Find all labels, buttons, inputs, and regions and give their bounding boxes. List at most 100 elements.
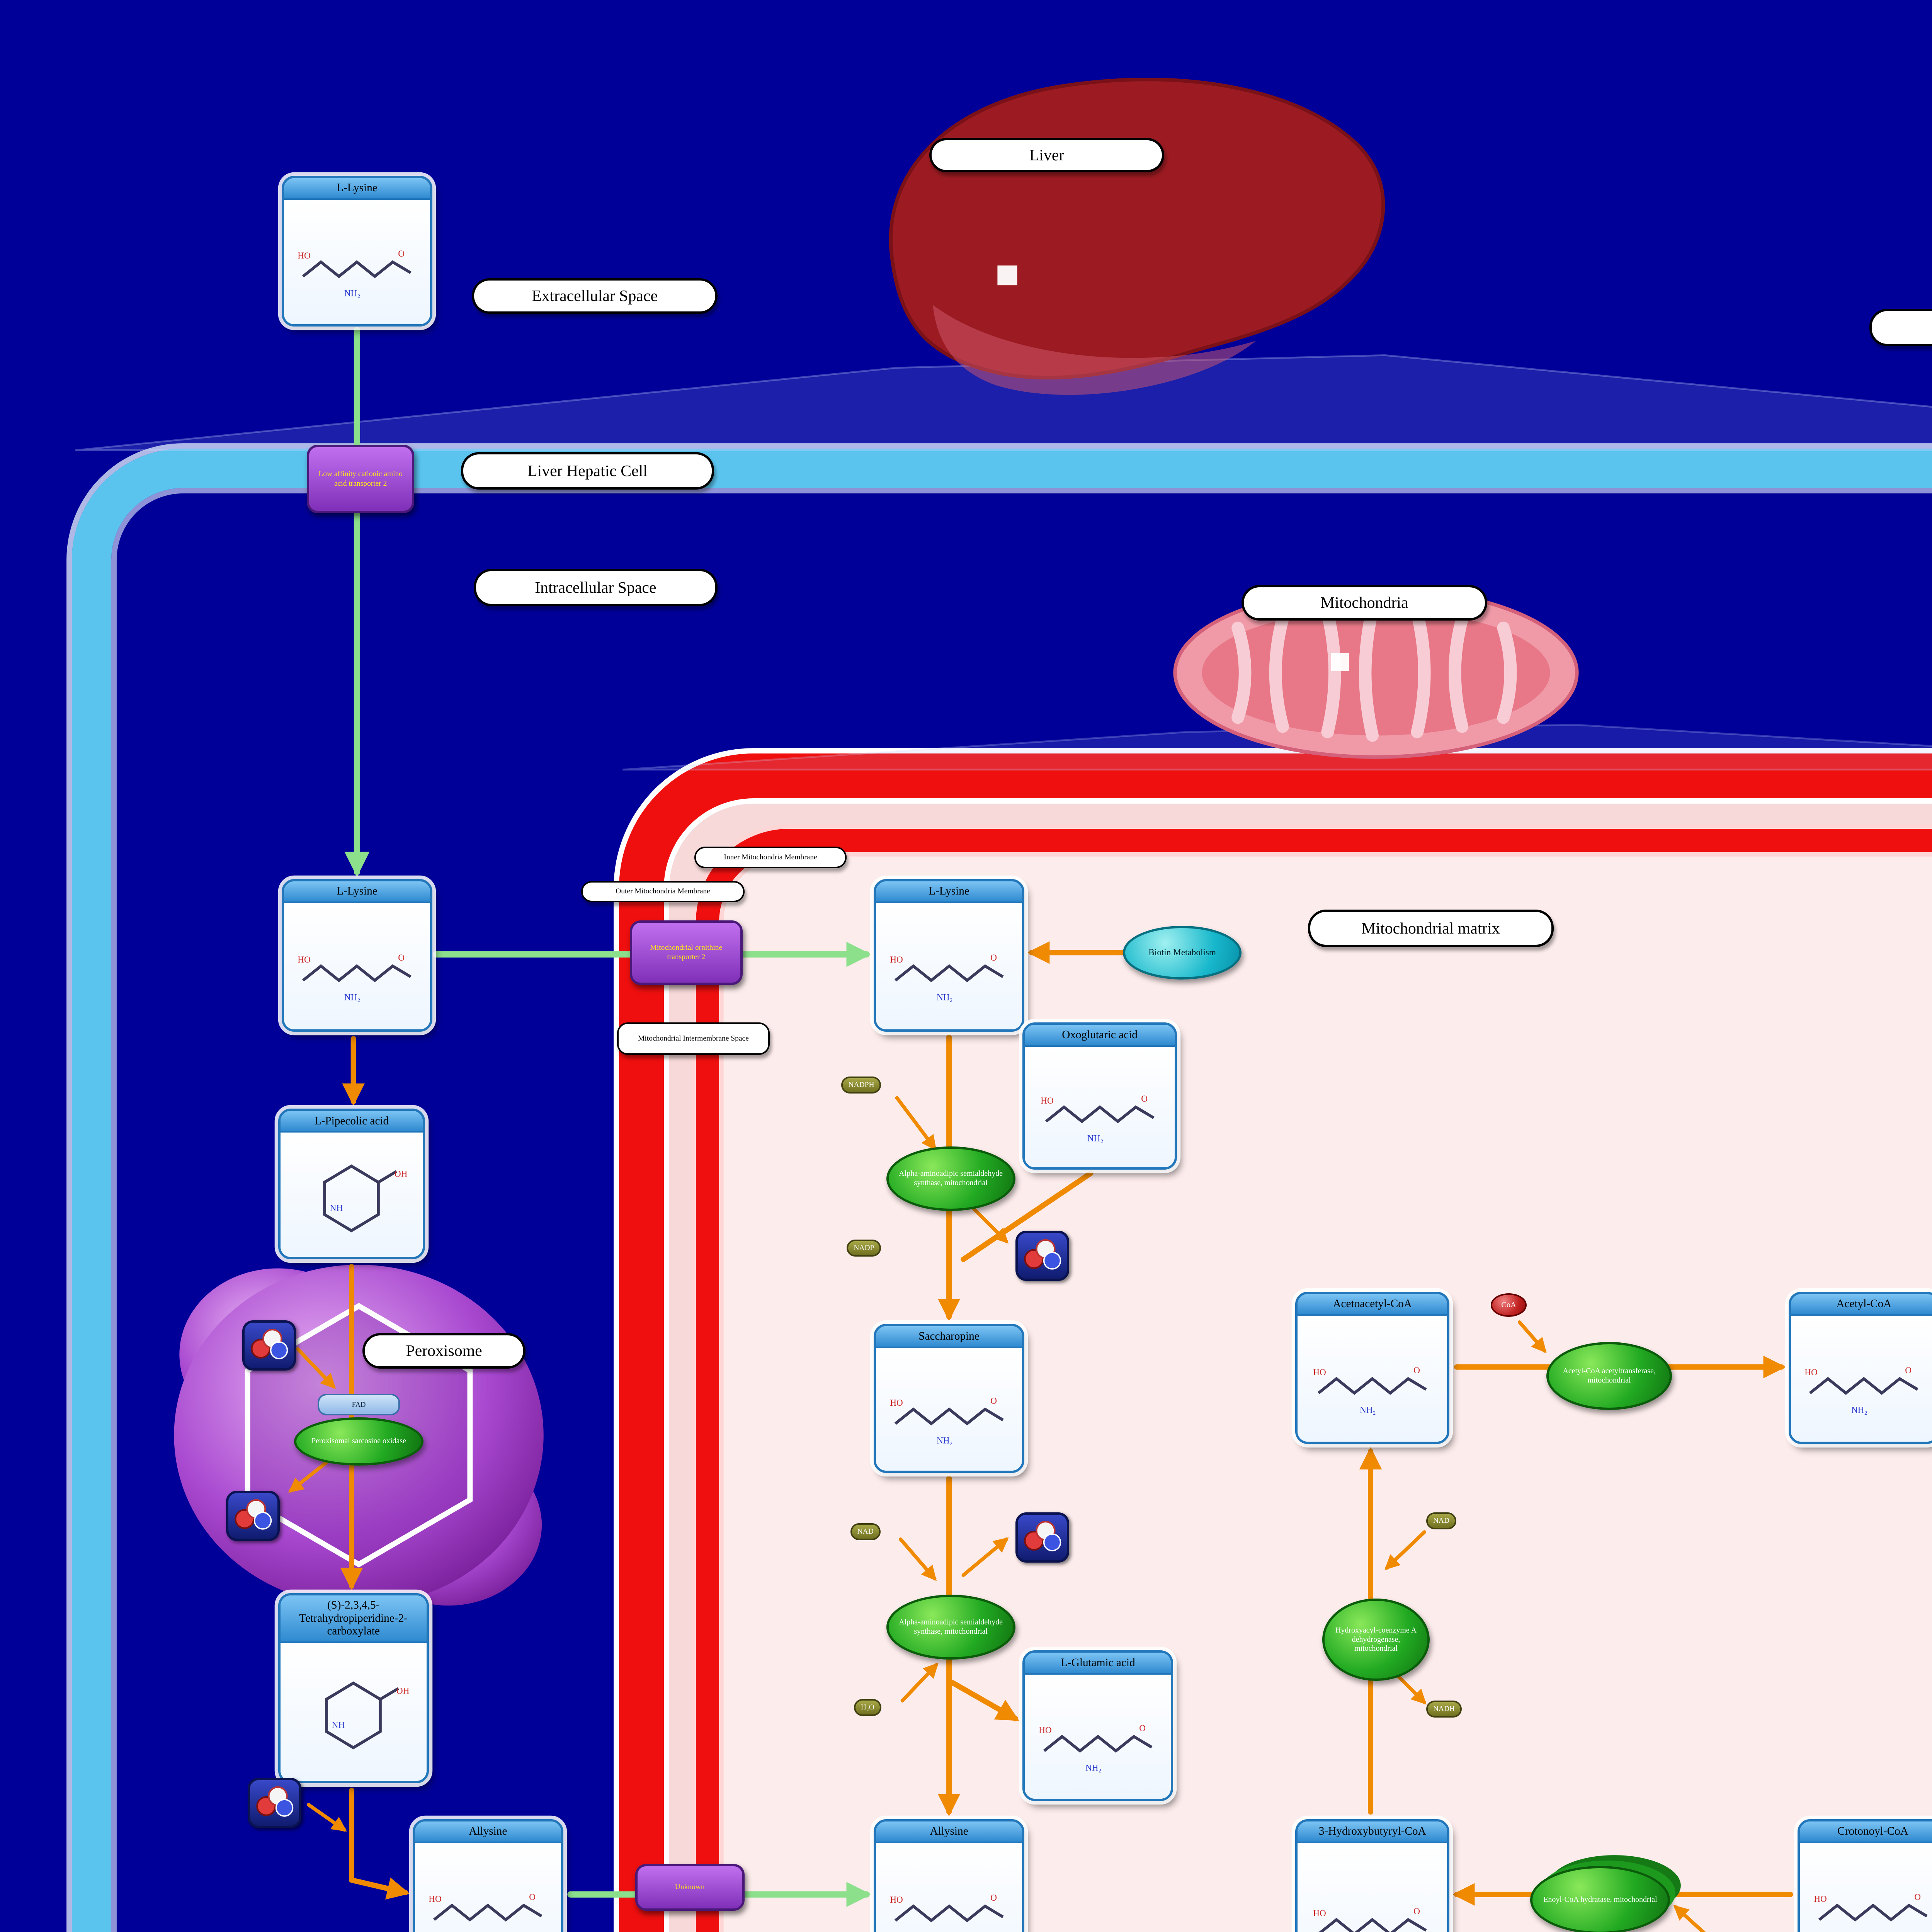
svg-text:HO: HO [1313,1908,1327,1918]
svg-text:NH₂: NH₂ [1085,1763,1102,1773]
enzyme-aass-1[interactable]: Alpha-aminoadipic semialdehyde synthase,… [886,1146,1015,1211]
nadph-cofactor-icon[interactable] [247,1778,301,1828]
liver-zoom-marker [997,265,1017,286]
transporter-unknown[interactable]: Unknown [635,1864,745,1911]
label-mitochondrial-matrix: Mitochondrial matrix [1308,909,1554,947]
nadp-cofactor-icon[interactable] [1015,1230,1070,1281]
svg-text:HO: HO [1805,1367,1818,1378]
label-inner-mito-membrane: Inner Mitochondria Membrane [694,847,847,869]
svg-text:O: O [1414,1366,1420,1376]
transporter-ornt2[interactable]: Mitochondrial ornithine transporter 2 [629,920,743,985]
cofactor-badge[interactable]: H₂O [854,1699,881,1716]
compound-title: Allysine [415,1821,561,1843]
cofactor-badge[interactable]: NADP [847,1240,881,1257]
transporter-cat2[interactable]: Low affinity cationic amino acid transpo… [306,445,415,513]
svg-text:HO: HO [429,1894,442,1904]
svg-text:NH: NH [330,1203,343,1213]
arrow-nad-in-1 [899,1537,937,1581]
compound-title: Oxoglutaric acid [1025,1025,1175,1047]
molecule-structure: HO O NH₂ [1025,1674,1171,1799]
compound-title: Allysine [876,1821,1022,1843]
svg-text:O: O [990,1396,997,1406]
cofactor-badge[interactable]: NADPH [841,1076,881,1094]
svg-text:O: O [1139,1724,1146,1734]
label-extracellular-top: Extracellular Space [472,278,718,314]
svg-text:HO: HO [890,955,903,965]
mitochondria-illustration[interactable] [1173,587,1579,759]
label-liver-hepatic-cell: Liver Hepatic Cell [461,452,714,490]
enzyme-psox[interactable]: Peroxisomal sarcosine oxidase [294,1417,423,1466]
svg-text:O: O [1905,1366,1912,1376]
arrow-coa-into-acat [1517,1320,1547,1353]
svg-text:HO: HO [890,1895,903,1905]
svg-text:O: O [1141,1094,1148,1104]
arrow-to-glutamate-mid [950,1680,1019,1721]
label-mitochondria: Mitochondria [1241,585,1487,621]
enzyme-echs[interactable]: Enoyl-CoA hydratase, mitochondrial [1530,1866,1670,1932]
compound-thp-carboxylate[interactable]: (S)-2,3,4,5-Tetrahydropiperidine-2-carbo… [278,1593,429,1783]
svg-text:NH₂: NH₂ [1360,1405,1376,1415]
svg-text:O: O [398,249,405,259]
svg-text:NH₂: NH₂ [1851,1405,1867,1415]
label-intracellular: Intracellular Space [473,568,718,607]
svg-text:HO: HO [1039,1725,1052,1735]
enzyme-hadh[interactable]: Hydroxyacyl-coenzyme A dehydrogenase, mi… [1322,1598,1430,1681]
arrow-nad-in-hadh [1384,1530,1427,1570]
label-peroxisome: Peroxisome [362,1333,526,1369]
svg-text:O: O [1414,1906,1420,1917]
mitochondria-zoom-marker [1331,653,1349,671]
svg-text:O: O [990,1893,997,1903]
cofactor-badge[interactable]: NAD [1426,1512,1457,1529]
compound-allysine-cytosol[interactable]: AllysineHOONH₂ [412,1819,563,1932]
cofactor-badge[interactable]: NADH [1426,1701,1462,1718]
compound-allysine-mitochondrial[interactable]: AllysineHOONH₂ [874,1819,1025,1932]
cofactor-badge[interactable]: NAD [850,1523,881,1540]
label-mito-intermembrane-space: Mitochondrial Intermembrane Space [617,1022,770,1055]
svg-text:HO: HO [298,251,311,261]
arrow-oxoglutarate-join [961,1170,1094,1262]
arrow-nadph-in-left [306,1803,347,1832]
svg-text:NH₂: NH₂ [344,993,361,1003]
compound-title: (S)-2,3,4,5-Tetrahydropiperidine-2-carbo… [280,1595,427,1643]
cofactor-pill[interactable]: FAD [317,1394,400,1416]
svg-text:HO: HO [1041,1096,1054,1106]
label-extracellular-right: Extracellular Space [1869,308,1932,347]
compound-title: Acetoacetyl-CoA [1298,1294,1447,1316]
enzyme-acat[interactable]: Acetyl-CoA acetyltransferase, mitochondr… [1546,1342,1672,1410]
svg-text:O: O [990,953,997,963]
arrow-nad-icon-out-1 [961,1537,1009,1577]
enzyme-aass-2[interactable]: Alpha-aminoadipic semialdehyde synthase,… [886,1595,1015,1660]
compound-title: Acetyl-CoA [1791,1294,1932,1316]
oxygen-icon[interactable] [242,1320,296,1371]
pathway-biotin-metabolism[interactable]: Biotin Metabolism [1123,925,1242,980]
compound-title: Saccharopine [876,1326,1022,1348]
svg-text:NH: NH [332,1720,345,1730]
svg-text:O: O [1914,1892,1921,1902]
compound-acetyl-coa[interactable]: Acetyl-CoA HO O NH₂ [1788,1291,1932,1444]
hydrogen-peroxide-icon[interactable] [226,1491,280,1541]
coa-badge[interactable]: CoA [1491,1293,1527,1317]
nadh-cofactor-icon[interactable] [1015,1512,1070,1563]
label-outer-mito-membrane: Outer Mitochondria Membrane [581,881,745,903]
